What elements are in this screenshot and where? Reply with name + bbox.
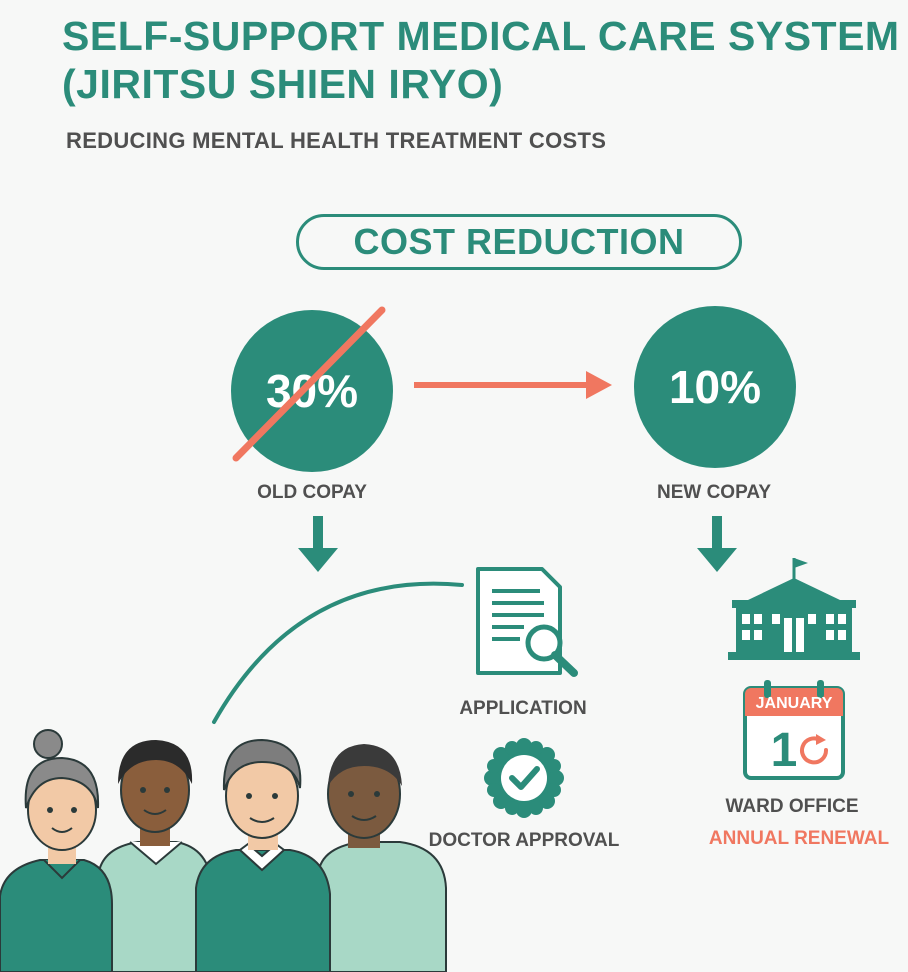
title-line-2: (JIRITSU SHIEN IRYO)	[62, 61, 504, 107]
checkmark-badge-icon	[484, 738, 564, 818]
application-label: APPLICATION	[459, 698, 587, 719]
old-copay-label: OLD COPAY	[257, 482, 367, 503]
building-icon	[728, 558, 860, 660]
calendar-day: 1	[771, 724, 798, 777]
people-illustration	[0, 729, 447, 972]
document-search-icon	[476, 567, 578, 677]
title-line-1: SELF-SUPPORT MEDICAL CARE SYSTEM	[62, 13, 900, 59]
calendar-renew-icon: JANUARY 1	[743, 680, 845, 780]
page-subtitle: REDUCING MENTAL HEALTH TREATMENT COSTS	[66, 128, 607, 153]
person-1	[0, 729, 113, 972]
person-2	[97, 740, 213, 972]
cost-reduction-heading: COST REDUCTION	[296, 214, 742, 270]
old-copay-circle: 30%	[231, 310, 393, 472]
person-3	[195, 738, 331, 972]
new-copay-circle: 10%	[634, 306, 796, 468]
annual-renewal-label: ANNUAL RENEWAL	[708, 828, 890, 849]
arrow-down-icon	[697, 516, 737, 572]
person-4	[317, 744, 447, 972]
arrow-right-icon	[414, 371, 612, 399]
new-copay-label: NEW COPAY	[656, 482, 772, 503]
calendar-month: JANUARY	[756, 695, 833, 712]
doctor-approval-label: DOCTOR APPROVAL	[428, 830, 620, 851]
arrow-down-icon	[298, 516, 338, 572]
ward-office-label: WARD OFFICE	[725, 796, 859, 817]
page-title: SELF-SUPPORT MEDICAL CARE SYSTEM (JIRITS…	[62, 12, 900, 108]
new-copay-value: 10%	[668, 361, 762, 413]
